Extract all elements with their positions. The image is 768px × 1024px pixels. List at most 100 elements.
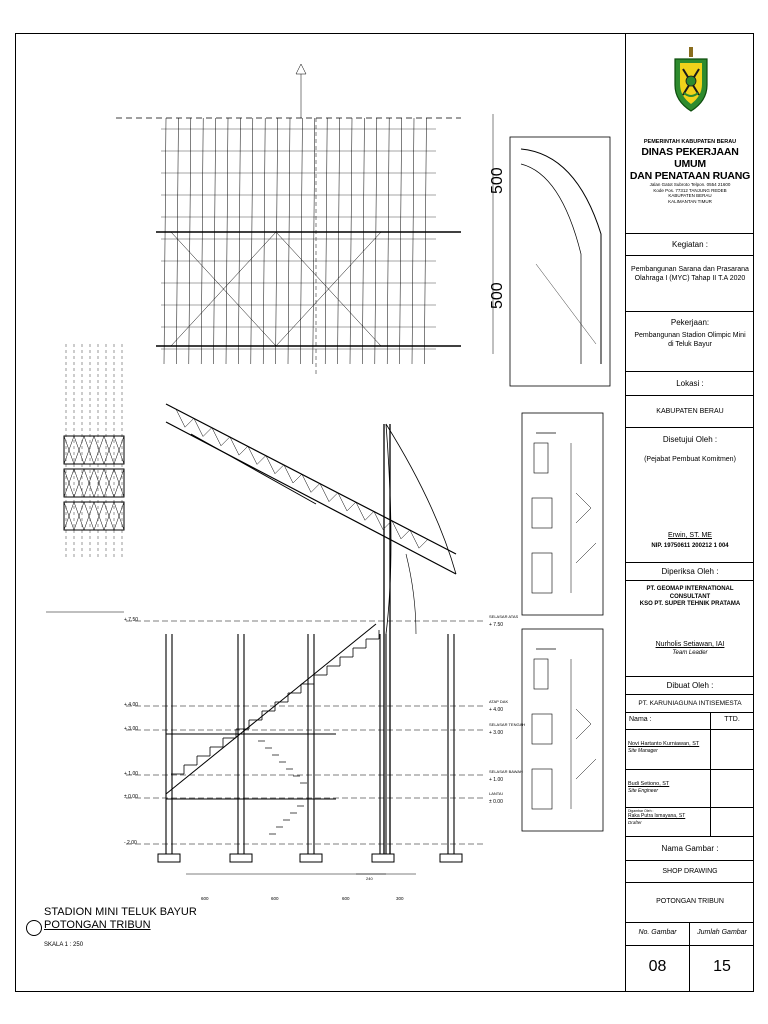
tribune-cross-section — [46, 344, 486, 875]
drawing-line — [93, 435, 105, 465]
team-leader-role: Team Leader — [672, 649, 708, 656]
drawing-line — [93, 501, 105, 531]
nama-label: Nama : — [629, 716, 652, 723]
drawing-title: STADION MINI TELUK BAYUR — [44, 906, 197, 918]
drawing-line — [319, 483, 330, 502]
level-label: + 3.00 — [124, 726, 138, 732]
kegiatan-value: Pembangunan Sarana dan Prasarana Olahrag… — [626, 256, 754, 312]
drawing-line — [349, 117, 353, 365]
drawing-line — [250, 117, 254, 365]
drawing-line — [386, 117, 390, 365]
drawing-line — [283, 464, 294, 484]
drawing-line — [165, 623, 377, 795]
level-note-value: ± 0.00 — [489, 799, 503, 805]
drawing-line — [274, 464, 285, 474]
drawing-line — [176, 117, 179, 365]
drawing-line — [535, 263, 597, 345]
drawing-line — [287, 117, 291, 365]
small-dim: 240 — [366, 876, 373, 881]
agency-address-3: KABUPATEN BERAU — [668, 193, 712, 199]
drawing-line — [83, 435, 95, 465]
person1-role: Site Manager — [628, 747, 658, 754]
drawing-line — [202, 427, 213, 437]
level-note-value: + 3.00 — [489, 730, 503, 736]
drawing-line — [213, 117, 216, 365]
drawing-line — [190, 433, 317, 505]
person2-name: Budi Setiono, ST — [628, 781, 670, 787]
drawing-line — [93, 468, 105, 498]
nama-gambar-1: SHOP DRAWING — [626, 861, 754, 883]
drawing-rect — [439, 853, 463, 863]
drawing-rect — [509, 136, 611, 387]
drawing-rect — [521, 412, 604, 616]
digambar-label: Digambar Oleh : — [628, 809, 654, 813]
drawing-line — [193, 418, 204, 437]
level-label: - 2.00 — [124, 840, 137, 846]
drawing-line — [399, 117, 402, 365]
level-label: + 1.00 — [124, 771, 138, 777]
connection-details — [509, 136, 611, 832]
drawing-line — [391, 520, 402, 539]
approval-block: Disetujui Oleh : (Pejabat Pembuat Komitm… — [626, 428, 754, 563]
drawing-line — [292, 473, 303, 484]
level-label: + 7.50 — [124, 617, 138, 623]
consultant-block: PT. GEOMAP INTERNATIONAL CONSULTANT KSO … — [626, 581, 754, 677]
nama-gambar-label: Nama Gambar : — [626, 837, 754, 861]
drawing-path — [295, 63, 307, 75]
drawing-path — [520, 163, 582, 364]
title-block: PEMERINTAH KABUPATEN BERAU DINAS PEKERJA… — [625, 33, 754, 992]
level-note-value: + 4.00 — [489, 707, 503, 713]
drawing-rect — [63, 435, 125, 465]
nama-gambar-2: POTONGAN TRIBUN — [626, 883, 754, 923]
drawing-line — [73, 435, 85, 465]
drawing-line — [409, 530, 420, 549]
pekerjaan-block: Pekerjaan: Pembangunan Stadion Olimpic M… — [626, 312, 754, 372]
drawing-path — [405, 553, 417, 635]
drawing-line — [328, 492, 339, 502]
agency-address-4: KALIMANTAN TIMUR — [668, 198, 712, 204]
drawing-line — [411, 117, 415, 365]
jumlah-gambar-label: Jumlah Gambar — [697, 929, 747, 936]
drawing-line — [229, 436, 240, 456]
level-label: ± 0.00 — [124, 794, 138, 800]
drawing-path — [575, 708, 592, 740]
drawing-line — [337, 492, 348, 512]
drawing-title-block: STADION MINI TELUK BAYUR POTONGAN TRIBUN… — [26, 906, 226, 966]
drawing-line — [103, 501, 115, 531]
drawing-rect — [229, 853, 253, 863]
drawing-line — [225, 117, 229, 365]
drawing-rect — [157, 853, 181, 863]
drawing-rect — [533, 658, 549, 690]
level-note-title: LANTAI — [489, 791, 503, 796]
level-label: + 4.00 — [124, 702, 138, 708]
drawing-line — [312, 117, 316, 365]
jumlah-gambar-value: 15 — [713, 958, 731, 975]
no-gambar-label: No. Gambar — [638, 929, 677, 936]
drawing-line — [73, 468, 85, 498]
level-note-value: + 1.00 — [489, 777, 503, 783]
agency-header: PEMERINTAH KABUPATEN BERAU DINAS PEKERJA… — [626, 33, 754, 234]
drawing-line — [163, 117, 167, 365]
drawing-path — [575, 492, 592, 524]
bottom-dim: 600 — [342, 896, 350, 901]
team-leader-name: Nurholis Setiawan, IAI — [655, 641, 725, 648]
pekerjaan-label: Pekerjaan: — [670, 318, 710, 327]
drawing-line — [300, 117, 303, 365]
agency-address-2: Kode Pos. 77312 TANJUNG REDEB — [653, 187, 727, 193]
drawing-line — [63, 468, 75, 498]
drawing-line — [113, 468, 125, 498]
person1-name: Novi Hartanto Kurniawan, ST — [628, 741, 700, 747]
approver-name: Erwin, ST. ME — [668, 532, 712, 539]
drawing-line — [211, 427, 222, 446]
drawing-line — [265, 455, 276, 474]
section-marker-icon — [26, 920, 42, 936]
drawing-line — [275, 117, 278, 365]
drawing-line — [184, 417, 195, 428]
agency-line-2: DINAS PEKERJAAN UMUM — [641, 145, 739, 170]
kegiatan-label: Kegiatan : — [626, 234, 754, 256]
dim-top-upper: 500 — [489, 167, 506, 194]
drawing-rect — [63, 468, 125, 498]
dim-top-lower: 500 — [489, 282, 506, 309]
person3-role: Drafter — [628, 819, 642, 825]
